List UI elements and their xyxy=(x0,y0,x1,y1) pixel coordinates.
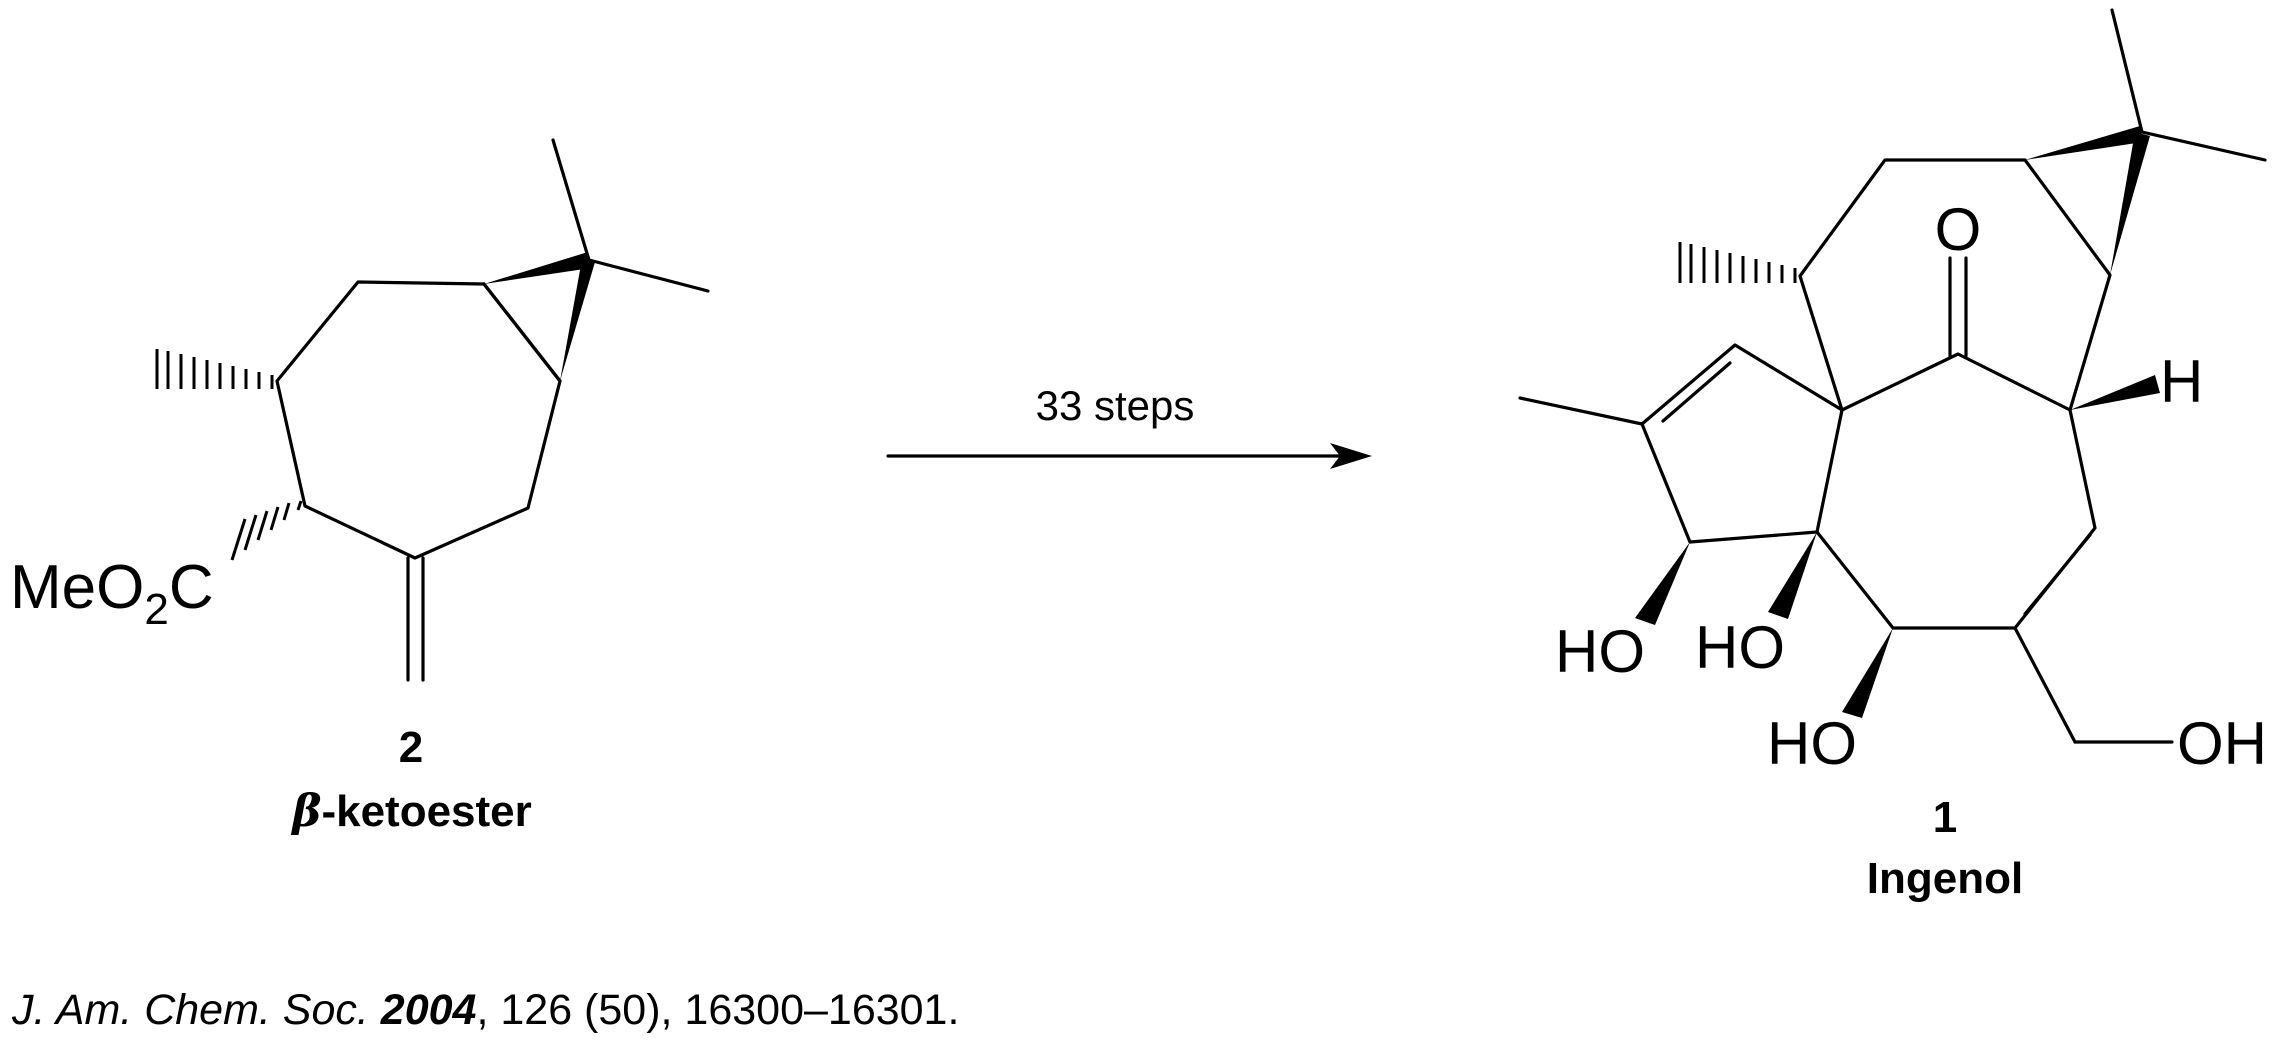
lower-ring-bonds xyxy=(1815,352,2097,630)
oh-wedge-3 xyxy=(1842,628,1893,718)
hydroxyl-label-4: OH xyxy=(2177,710,2267,777)
oh-wedge-2 xyxy=(1768,532,1817,619)
reaction-arrow xyxy=(886,443,1372,469)
upper-ring-bonds xyxy=(1798,158,2112,412)
cyclopentene-bonds xyxy=(1640,343,1844,544)
citation-journal: J. Am. Chem. Soc. xyxy=(12,986,369,1034)
citation-year: 2004 xyxy=(380,986,477,1034)
arrow-label: 33 steps xyxy=(1036,382,1195,429)
cyclopropane-wedge-1 xyxy=(484,252,591,284)
reactant-structure: MeO2C xyxy=(10,138,710,682)
ester-label: MeO2C xyxy=(10,553,214,634)
hydrogen-label: H xyxy=(2160,348,2203,415)
product-hashed-methyl xyxy=(1678,242,1797,283)
hydroxyl-label-3: HO xyxy=(1767,710,1857,777)
citation-details: , 126 (50), 16300–16301. xyxy=(476,986,960,1034)
product-name: Ingenol xyxy=(1867,854,2023,903)
hydrogen-wedge xyxy=(2070,375,2160,410)
product-cyclopropane-wedge-1 xyxy=(2025,126,2143,160)
reactant-ring-bonds xyxy=(275,280,562,560)
citation: J. Am. Chem. Soc. 2004, 126 (50), 16300–… xyxy=(12,986,959,1035)
oh-wedge-1 xyxy=(1635,542,1690,625)
reactant-number: 2 xyxy=(399,723,423,772)
product-structure: O H HO HO HO OH xyxy=(1518,8,2267,777)
product-number: 1 xyxy=(1933,793,1957,842)
hydroxyl-label-2: HO xyxy=(1695,614,1785,681)
hashed-ester-bond xyxy=(230,500,303,561)
reactant-name: β-ketoester xyxy=(290,786,532,837)
hydroxyl-label-1: HO xyxy=(1555,618,1645,685)
cyclopropane-wedge-2 xyxy=(560,259,595,381)
product-cyclopropane-wedge-2 xyxy=(2110,132,2150,275)
ketone-oxygen: O xyxy=(1935,196,1982,263)
hashed-methyl xyxy=(155,349,274,389)
